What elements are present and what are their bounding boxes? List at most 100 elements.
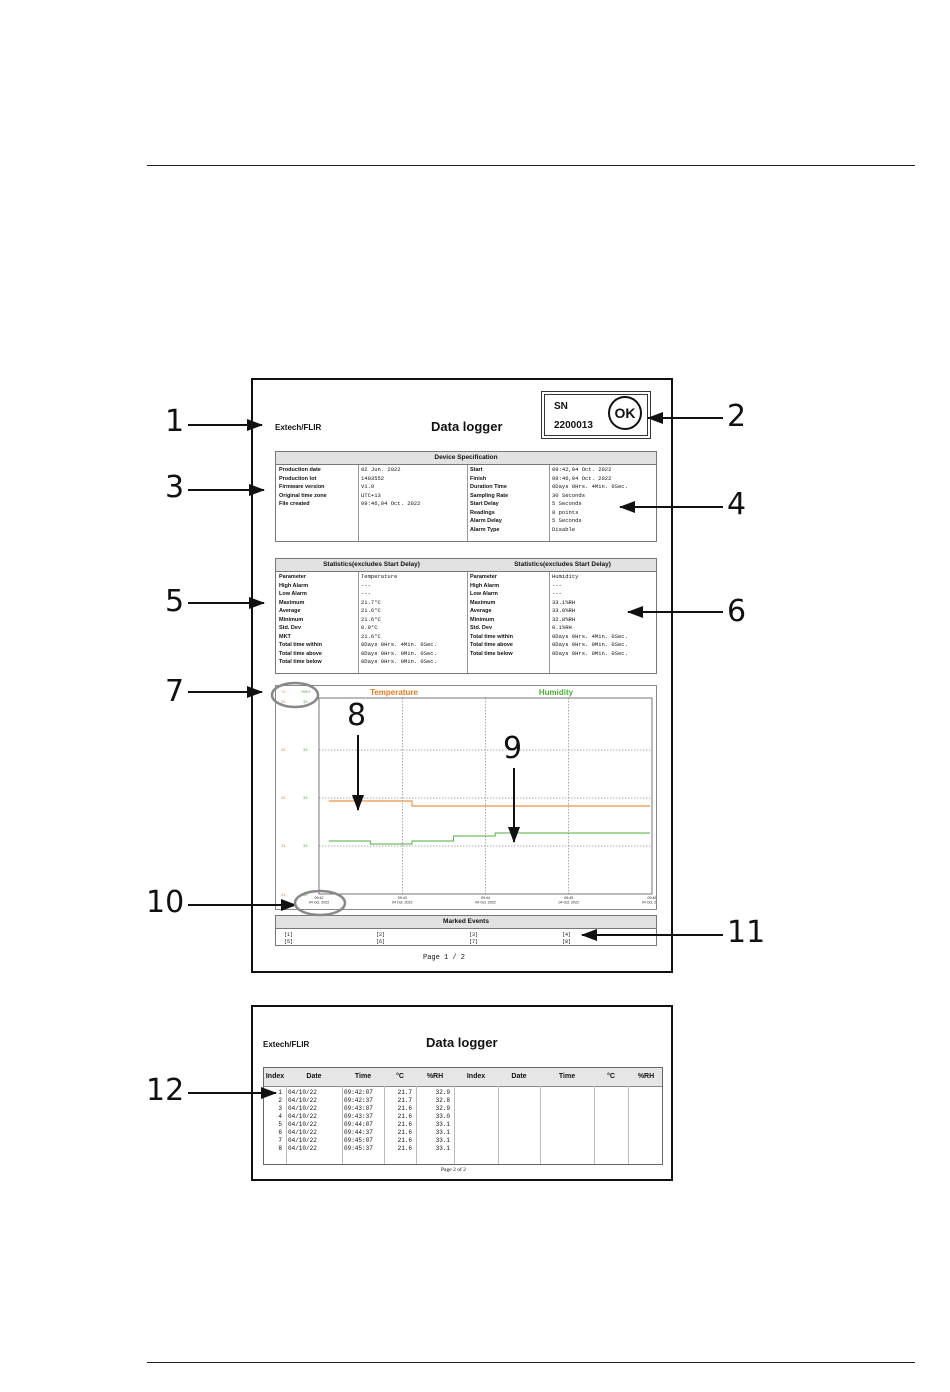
spec-key: Firmware version <box>279 484 325 490</box>
stat-key: MKT <box>279 633 291 640</box>
stat-value: 0Days 0Hrs. 0Min. 0Sec. <box>552 649 628 657</box>
page2-brand-label: Extech/FLIR <box>263 1040 310 1049</box>
y-tick-hum: 33 <box>303 747 308 752</box>
marked-event-slot: [3] <box>469 932 479 938</box>
marked-event-slot: [2] <box>376 932 386 938</box>
legend-temperature: Temperature <box>370 688 418 697</box>
table-cell-temp: 21.6 <box>397 1113 412 1120</box>
x-tick-date: 04 Oct. 2022 <box>392 901 413 905</box>
marked-event-slot: [5] <box>284 939 294 945</box>
table-header-cell: Time <box>558 1073 576 1080</box>
x-tick-date: 04 Oct. 2022 <box>558 901 579 905</box>
table-cell-temp: 21.7 <box>397 1097 412 1104</box>
table-cell-date: 04/10/22 <box>288 1105 317 1112</box>
marked-event-slot: [6] <box>376 939 386 945</box>
table-column-divider <box>342 1086 343 1164</box>
table-cell-index: 4 <box>278 1113 282 1120</box>
unit-hum-label: %RH <box>301 689 310 694</box>
report-page-1: Extech/FLIR Data logger SN 2200013 OK De… <box>251 378 673 973</box>
table-column-divider <box>594 1086 595 1164</box>
callout-10: 10 <box>146 885 185 920</box>
x-tick-time: 09:44 <box>481 896 490 900</box>
stat-key: Average <box>279 608 301 614</box>
table-cell-temp: 21.6 <box>397 1105 412 1112</box>
spec-value: UTC+13 <box>361 491 381 499</box>
marked-event-slot: [7] <box>469 939 479 945</box>
y-tick-temp: 21 <box>281 892 286 897</box>
table-header-cell: °C <box>607 1073 615 1080</box>
series-humidity-line <box>328 832 650 845</box>
serial-number-box: SN 2200013 OK <box>541 391 651 439</box>
table-cell-date: 04/10/22 <box>288 1113 317 1120</box>
stat-key: High Alarm <box>470 582 500 589</box>
stat-key: Total time within <box>470 633 513 640</box>
stat-value: 0.0°C <box>361 624 378 631</box>
table-cell-date: 04/10/22 <box>288 1145 317 1152</box>
table-column-divider <box>454 1086 455 1164</box>
table-header-cell: %RH <box>426 1073 444 1080</box>
callout-7: 7 <box>165 674 185 709</box>
table-header-cell: Index <box>265 1073 285 1080</box>
stat-value: 21.7°C <box>361 598 381 606</box>
stat-key: Total time within <box>279 642 322 648</box>
callout-9: 9 <box>503 731 523 766</box>
x-tick-date: 04 Oct. 2022 <box>642 901 656 905</box>
stat-value: 32.8%RH <box>552 615 576 623</box>
statistics-header: Statistics(excludes Start Delay) Statist… <box>276 559 656 572</box>
stat-key: Maximum <box>470 599 496 606</box>
stat-key: High Alarm <box>279 582 309 589</box>
callout-12: 12 <box>146 1073 185 1108</box>
x-tick-date: 04 Oct. 2022 <box>475 901 496 905</box>
table-cell-rh: 33.1 <box>435 1129 450 1136</box>
stat-value: Humidity <box>552 573 579 580</box>
table-cell-rh: 32.9 <box>435 1089 450 1096</box>
spec-key: Start <box>470 467 483 473</box>
stat-value: Temperature <box>361 573 398 580</box>
x-tick-time: 09:46 <box>648 896 657 900</box>
spec-key: Sampling Rate <box>470 492 509 499</box>
table-cell-time: 09:45:37 <box>344 1145 373 1152</box>
marked-events-header: Marked Events <box>276 916 656 929</box>
stat-value: --- <box>361 590 371 597</box>
table-cell-time: 09:45:07 <box>344 1137 373 1144</box>
page2-number: Page 2 of 2 <box>441 1167 466 1173</box>
stat-key: Low Alarm <box>470 591 498 597</box>
callout-11: 11 <box>727 915 766 950</box>
table-header-cell: Index <box>466 1073 486 1080</box>
report-title: Data logger <box>431 419 503 434</box>
spec-key: Alarm Delay <box>470 518 502 524</box>
spec-value: 5 Seconds <box>552 500 582 507</box>
table-header-cell: Date <box>511 1073 527 1080</box>
bottom-rule <box>147 1362 915 1363</box>
table-column-divider <box>384 1086 385 1164</box>
stat-key: Total time below <box>279 659 322 665</box>
table-cell-time: 09:43:37 <box>344 1113 373 1120</box>
callout-3: 3 <box>165 470 185 505</box>
table-column-divider <box>628 1086 629 1164</box>
table-column-divider <box>416 1086 417 1164</box>
y-tick-temp: 22 <box>281 747 286 752</box>
spec-key: Production date <box>279 467 321 473</box>
stat-key: Maximum <box>279 599 305 606</box>
stat-value: 21.6°C <box>361 607 381 614</box>
stat-key: Std. Dev <box>470 625 493 631</box>
table-cell-rh: 33.1 <box>435 1145 450 1152</box>
table-cell-date: 04/10/22 <box>288 1129 317 1136</box>
table-cell-index: 8 <box>278 1145 282 1152</box>
stat-value: 0.1%RH <box>552 624 572 631</box>
y-tick-temp: 21 <box>281 843 286 848</box>
brand-label: Extech/FLIR <box>275 423 322 432</box>
table-cell-rh: 32.9 <box>435 1105 450 1112</box>
table-header-cell: °C <box>396 1073 404 1080</box>
table-header-cell: %RH <box>637 1073 655 1080</box>
